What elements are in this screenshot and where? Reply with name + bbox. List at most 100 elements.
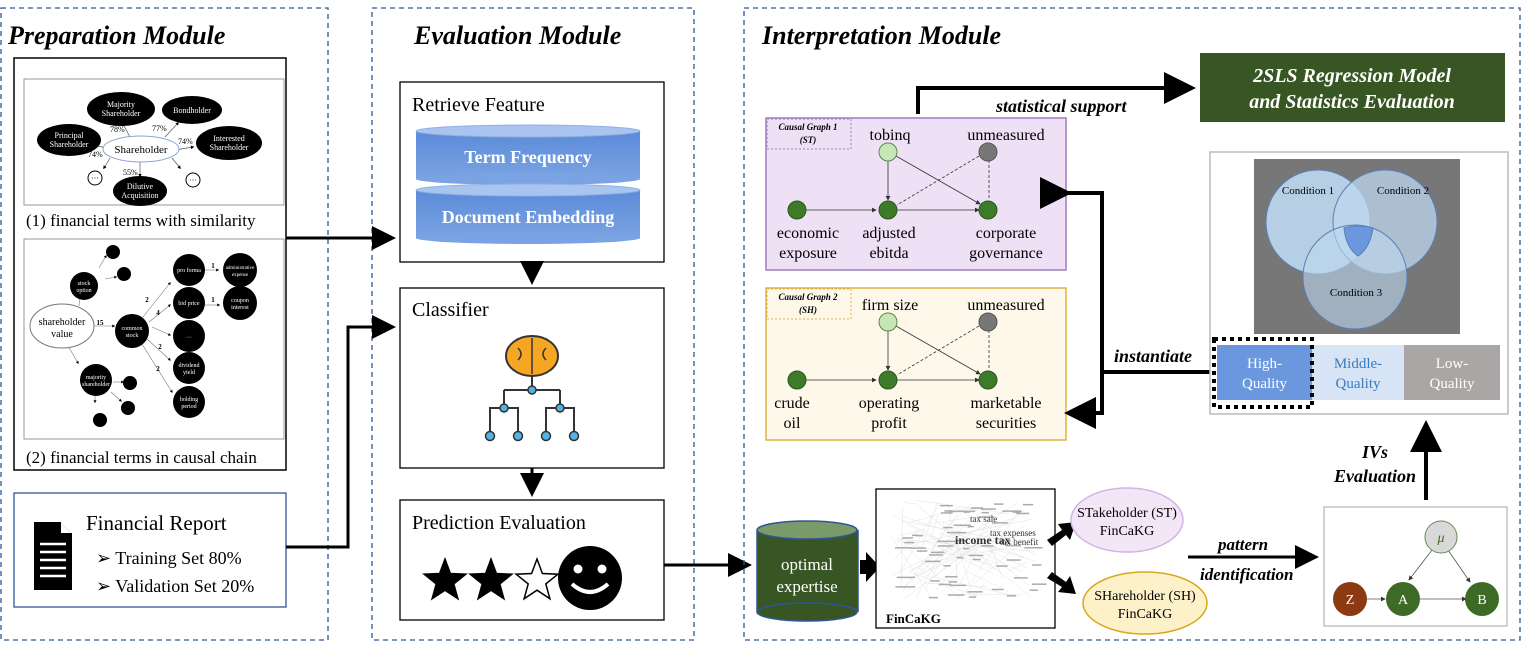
- condition-label: Condition 3: [1330, 287, 1383, 299]
- kg-node: [939, 504, 953, 507]
- kg-word: income tax: [955, 533, 1011, 547]
- weight: 1: [211, 296, 215, 304]
- statistical-support-arrow: [916, 72, 1196, 114]
- kg-node: [946, 531, 967, 534]
- center-term: Shareholder: [114, 144, 167, 156]
- kg-node: [948, 581, 958, 583]
- pattern-label: identification: [1200, 565, 1294, 584]
- node-label: Majority: [107, 100, 135, 109]
- kg-node: [1002, 510, 1022, 512]
- evaluation-title: Evaluation Module: [413, 21, 621, 50]
- document-embedding-cylinder: Document Embedding: [415, 183, 641, 244]
- kg-node: [945, 575, 958, 578]
- star-rating: [422, 556, 560, 601]
- kg-node: [1006, 595, 1017, 597]
- weight: 78%: [110, 125, 125, 134]
- smiley-icon: [558, 546, 622, 610]
- variable-node: [978, 370, 998, 390]
- condition-label: Condition 1: [1282, 185, 1334, 197]
- node-label: unmeasured: [967, 297, 1044, 314]
- kg-node: [895, 547, 912, 549]
- kg-edge: [1008, 561, 1029, 571]
- instantiate-arrow: [1040, 177, 1104, 429]
- kg-word: tax expenses: [990, 528, 1036, 538]
- node-label: Bondholder: [173, 106, 211, 115]
- kg-edge: [917, 565, 926, 575]
- classifier-title: Classifier: [412, 299, 489, 321]
- kg-edge: [929, 512, 1002, 524]
- kg-node: [1029, 589, 1038, 591]
- kg-edge: [914, 499, 1009, 514]
- similarity-graph: ··· ··· Shareholder Majority Shareholder…: [23, 78, 285, 206]
- quality-label: High-: [1247, 356, 1282, 372]
- validation-set: ➢ Validation Set 20%: [96, 576, 254, 596]
- node-label: period: [181, 404, 196, 410]
- quality-low: Low-Quality: [1404, 345, 1500, 400]
- kg-edge: [955, 507, 1037, 556]
- kg-node: [930, 551, 945, 554]
- node-label: expense: [232, 273, 249, 278]
- unmeasured-node: [978, 312, 998, 332]
- weight: 2: [156, 365, 160, 373]
- kg-node: [940, 512, 953, 514]
- weight: 77%: [152, 124, 167, 133]
- classifier-box: Classifier: [399, 287, 665, 469]
- kg-node: [916, 550, 928, 552]
- causal-chain-graph: shareholder value stock option common st…: [23, 238, 285, 440]
- venn-quality-box: Condition 1 Condition 2 Condition 3 High…: [1209, 151, 1509, 415]
- stakeholder-kg: STakeholder (ST) FinCaKG: [1070, 487, 1184, 553]
- graph-tag-frame: [766, 118, 852, 150]
- kg-edge: [989, 549, 1027, 568]
- z-node: Z: [1346, 593, 1355, 608]
- kg-node: [967, 591, 983, 593]
- instrument-node: [878, 142, 898, 162]
- kg-node: [1031, 583, 1047, 585]
- kg-edge: [925, 523, 961, 589]
- node-label: economic: [777, 225, 839, 242]
- node-label: Acquisition: [121, 191, 158, 200]
- kg-word: tax benefit: [1000, 537, 1039, 547]
- node-label: interest: [231, 305, 249, 311]
- retrieve-feature-box: Retrieve Feature Term Frequency Document…: [399, 81, 665, 263]
- kg-node: [1013, 577, 1028, 579]
- kg-node: [937, 545, 954, 547]
- kg-node: [947, 594, 965, 596]
- quality-label: Middle-: [1334, 356, 1382, 372]
- kg-node: [981, 511, 989, 514]
- star-filled-icon: [468, 556, 514, 601]
- node-label: dividend: [179, 363, 200, 369]
- optimal-expertise-cylinder: optimal expertise: [756, 520, 859, 622]
- kg-node: [968, 596, 977, 598]
- kg-edge: [955, 532, 1034, 550]
- kg-edge: [965, 544, 1023, 573]
- quality-block: [1217, 345, 1312, 400]
- variable-node: [878, 370, 898, 390]
- kg-node: [928, 596, 939, 599]
- node-label: bid price: [178, 301, 199, 307]
- sh-label: SHareholder (SH): [1094, 589, 1196, 604]
- kg-node: [996, 565, 1008, 567]
- graph-edges: [805, 325, 990, 383]
- kg-node: [991, 588, 1004, 591]
- quality-middle: Middle-Quality: [1312, 345, 1404, 400]
- brain-network-icon: [484, 335, 580, 442]
- kg-node: [949, 584, 967, 587]
- node-label: unmeasured: [967, 127, 1044, 144]
- kg-edge: [895, 538, 1034, 552]
- optimal-label: expertise: [776, 577, 837, 596]
- node-label: governance: [969, 245, 1043, 262]
- ellipsis-node: ···: [189, 176, 197, 185]
- preparation-module: Preparation Module ··· ··· Shareholder M…: [0, 7, 329, 641]
- kg-edge: [893, 515, 997, 570]
- star-empty-icon: [514, 556, 560, 601]
- kg-edge: [891, 541, 962, 576]
- document-icon: [34, 522, 72, 590]
- prediction-title: Prediction Evaluation: [412, 512, 586, 534]
- graph-frame: [765, 287, 1067, 441]
- quality-label: Low-: [1436, 356, 1469, 372]
- node-label: shareholder: [82, 382, 110, 388]
- kg-edge: [916, 504, 1031, 598]
- prediction-evaluation-box: Prediction Evaluation: [399, 499, 665, 621]
- st-label: FinCaKG: [1100, 524, 1154, 539]
